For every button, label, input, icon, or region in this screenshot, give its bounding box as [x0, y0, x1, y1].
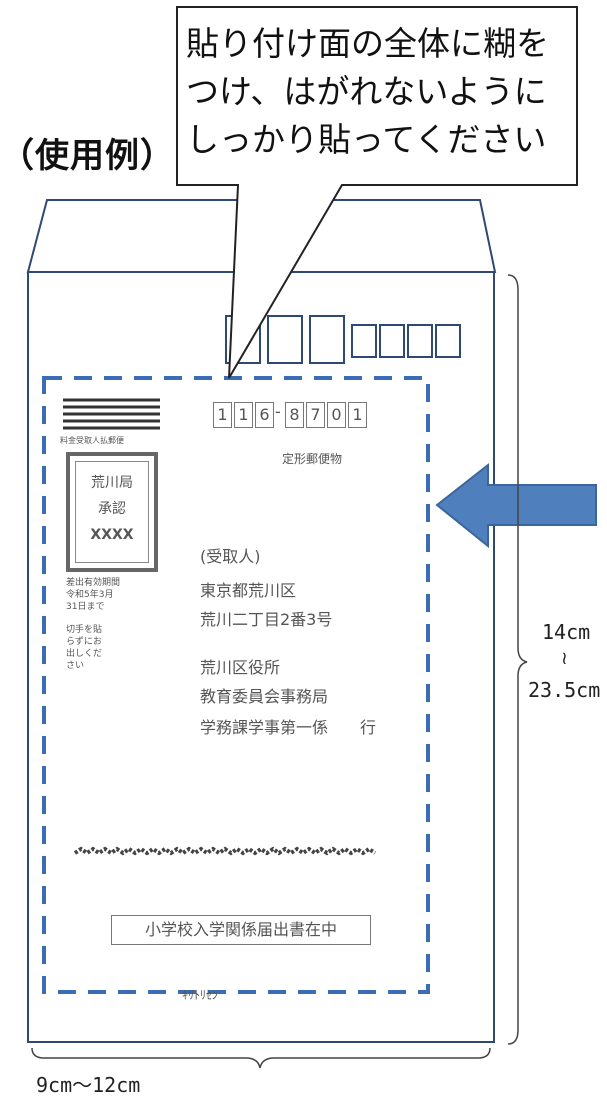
no-stamp-note: 切手を貼 らずにお 出しくだ さい [66, 624, 102, 672]
no-stamp-line-2: らずにお [66, 637, 102, 647]
barcode-bars-icon [63, 398, 160, 430]
callout-line-2: つけ、はがれないように [186, 72, 547, 111]
validity-line-2: 令和5年3月 [66, 590, 114, 600]
left-arrow-icon [435, 462, 597, 549]
no-stamp-line-4: さい [66, 661, 85, 671]
callout-line-1: 貼り付け面の全体に糊を [186, 24, 549, 63]
stamp-line-2: 承認 [98, 501, 126, 517]
recipient-final: 学務課学事第一係 [200, 718, 329, 737]
postal-digit: 1 [234, 402, 253, 428]
customer-barcode-icon [73, 846, 377, 856]
mail-type: 定形郵便物 [282, 452, 343, 466]
width-label: 9cm～12cm [36, 1073, 141, 1097]
height-label-tilde: ≀ [561, 648, 568, 669]
address-line-1: 東京都荒川区 [200, 581, 297, 600]
postal-digit: 6 [255, 402, 274, 428]
no-stamp-line-1: 切手を貼 [66, 625, 103, 635]
callout-line-3: しっかり貼ってください [186, 120, 547, 159]
postal-digit: 1 [213, 402, 232, 428]
height-bracket [507, 274, 528, 1045]
postal-digit: 1 [348, 402, 367, 428]
no-stamp-line-3: 出しくだ [66, 649, 103, 659]
address-line-2: 荒川二丁目2番3号 [200, 610, 333, 629]
recipient-line-2: 教育委員会事務局 [200, 687, 329, 706]
stamp-line-3: XXXX [90, 527, 134, 543]
postal-digit: 0 [327, 402, 346, 428]
recipient-heading: (受取人) [200, 547, 261, 566]
validity-note: 差出有効期間 令和5年3月 31日まで [66, 577, 120, 613]
contents-note-box: 小学校入学関係届出書在中 [111, 915, 371, 945]
approval-stamp-box: 荒川局 承認 XXXX [66, 452, 158, 572]
callout-text: 貼り付け面の全体に糊を つけ、はがれないように しっかり貼ってください [186, 20, 566, 164]
validity-line-3: 31日まで [66, 602, 105, 612]
postal-code-dash: - [275, 402, 281, 421]
recipient-line-1: 荒川区役所 [200, 658, 281, 677]
example-label: （使用例） [0, 136, 175, 176]
height-label-top: 14cm [542, 620, 591, 644]
validity-line-1: 差出有効期間 [66, 578, 121, 588]
postal-label [44, 378, 428, 992]
callout-bubble [176, 6, 578, 379]
postal-digit: 7 [306, 402, 325, 428]
fee-note: 料金受取人払郵便 [60, 436, 124, 445]
envelope-postal-code-boxes [225, 315, 461, 364]
width-bracket [31, 1047, 491, 1069]
postal-digit: 8 [285, 402, 304, 428]
bottom-cut-text: ｷﾘﾄﾘｾﾝ [182, 988, 219, 1002]
height-label-bottom: 23.5cm [528, 678, 601, 702]
stamp-line-1: 荒川局 [91, 475, 133, 491]
recipient-suffix: 行 [360, 718, 377, 737]
glue-area-dashed-border [42, 376, 430, 994]
